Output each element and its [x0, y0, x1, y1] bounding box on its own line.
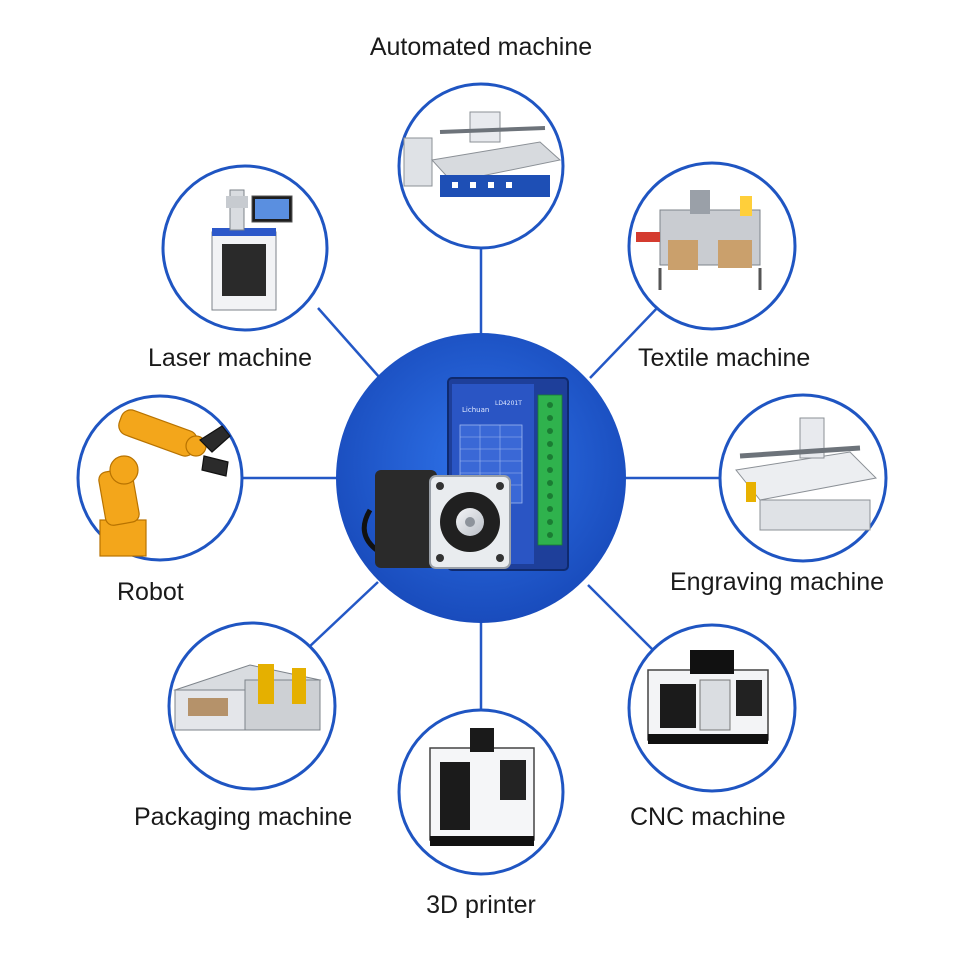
hub: Lichuan LD4201T	[336, 333, 626, 623]
label-robot: Robot	[117, 578, 184, 606]
vertical-machining-icon	[429, 728, 535, 846]
label-packaging-machine: Packaging machine	[134, 803, 353, 831]
label-automated-machine: Automated machine	[369, 33, 593, 61]
app-engraving-machine	[718, 393, 888, 563]
label-engraving-machine: Engraving machine	[670, 568, 885, 596]
label-textile-machine: Textile machine	[638, 344, 811, 372]
app-textile-machine	[627, 161, 797, 331]
label-laser-machine: Laser machine	[148, 344, 312, 372]
connector-packaging	[307, 581, 379, 649]
driver-brand-text: Lichuan	[462, 406, 489, 414]
connector-cnc	[587, 584, 659, 656]
engraving-router-icon	[735, 417, 878, 531]
label-3d-printer: 3D printer	[426, 891, 536, 919]
label-cnc-machine: CNC machine	[630, 803, 786, 831]
connector-textile	[589, 304, 661, 379]
carton-sealer-icon	[636, 190, 762, 290]
connector-lines	[235, 248, 720, 710]
laser-marker-icon	[211, 189, 293, 311]
app-packaging-machine	[167, 621, 337, 791]
machining-center-icon	[647, 650, 769, 744]
driver-model-text: LD4201T	[495, 400, 522, 407]
stepper-motor-icon	[361, 470, 511, 569]
cnc-router-icon	[403, 111, 562, 197]
app-laser-machine	[161, 164, 329, 332]
app-3d-printer	[397, 708, 565, 876]
app-cnc-machine	[627, 623, 797, 793]
box-folder-icon	[173, 664, 322, 731]
app-automated-machine	[397, 82, 565, 250]
connector-laser	[317, 307, 381, 379]
app-robot	[76, 394, 244, 562]
robot-arm-icon	[98, 409, 231, 557]
